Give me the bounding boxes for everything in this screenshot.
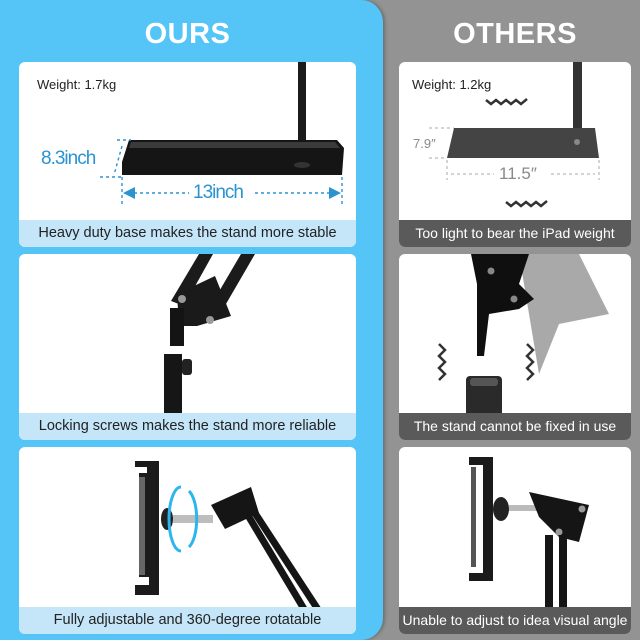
- ours-heading: OURS: [144, 18, 231, 50]
- others-width-label: 11.5″: [499, 164, 537, 183]
- others-card-base: Weight: 1.2kg 7.9″ 11.5″ Too light to be…: [399, 62, 631, 247]
- others-fixed-holder-illustration: [469, 457, 589, 634]
- ours-rotating-holder-illustration: [135, 461, 337, 634]
- others-weight-label: Weight: 1.2kg: [412, 77, 492, 92]
- ours-card-locking: Locking screws makes the stand more reli…: [19, 254, 356, 440]
- ours-card-base: Weight: 1.7kg 8.3inch 13inch Heavy duty …: [19, 62, 356, 247]
- ours-width-label: 13inch: [193, 182, 244, 203]
- others-base-illustration: [429, 62, 600, 208]
- others-caption-3: Unable to adjust to idea visual angle: [399, 607, 631, 634]
- ours-caption-3: Fully adjustable and 360-degree rotatabl…: [19, 607, 356, 634]
- ours-caption-2: Locking screws makes the stand more reli…: [19, 413, 356, 440]
- ours-card-rotatable: Fully adjustable and 360-degree rotatabl…: [19, 447, 356, 634]
- others-caption-2: The stand cannot be fixed in use: [399, 413, 631, 440]
- others-card-locking: The stand cannot be fixed in use: [399, 254, 631, 440]
- ours-caption-1: Heavy duty base makes the stand more sta…: [19, 220, 356, 247]
- others-card-rotatable: Unable to adjust to idea visual angle: [399, 447, 631, 634]
- ours-base-illustration: [100, 62, 344, 204]
- others-caption-1: Too light to bear the iPad weight: [399, 220, 631, 247]
- ours-weight-label: Weight: 1.7kg: [37, 77, 117, 92]
- others-depth-label: 7.9″: [413, 136, 436, 151]
- ours-depth-label: 8.3inch: [41, 148, 96, 169]
- others-heading: OTHERS: [453, 18, 577, 50]
